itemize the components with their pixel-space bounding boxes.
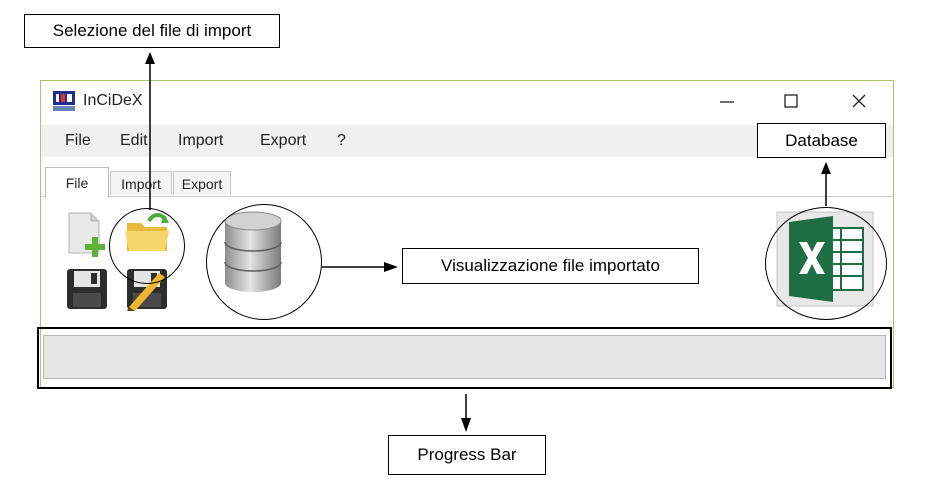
highlight-circle-open [109, 208, 185, 284]
callout-progress-bar: Progress Bar [388, 435, 546, 475]
app-logo-icon [53, 91, 75, 111]
minimize-button[interactable] [707, 87, 747, 115]
title-bar: InCiDeX [41, 81, 893, 121]
tab-divider [41, 196, 893, 197]
progress-bar [43, 335, 886, 379]
menu-bar: File Edit Import Export ? [41, 125, 893, 157]
menu-file[interactable]: File [65, 132, 91, 149]
tab-export[interactable]: Export [173, 171, 231, 195]
close-button[interactable] [839, 87, 879, 115]
maximize-icon [784, 94, 798, 108]
callout-database: Database [757, 123, 886, 158]
tab-import[interactable]: Import [110, 171, 172, 195]
callout-file-select: Selezione del file di import [24, 14, 280, 48]
maximize-button[interactable] [771, 87, 811, 115]
tab-file[interactable]: File [45, 167, 109, 198]
close-icon [852, 94, 866, 108]
save-icon[interactable] [65, 267, 109, 311]
minimize-icon [720, 101, 734, 103]
callout-view-file: Visualizzazione file importato [402, 248, 699, 284]
ribbon-tabs: File Import Export [41, 167, 893, 198]
menu-edit[interactable]: Edit [120, 132, 148, 149]
menu-import[interactable]: Import [178, 132, 224, 149]
new-file-icon[interactable] [65, 209, 109, 259]
progress-bar-frame [37, 327, 892, 389]
highlight-circle-database [206, 204, 322, 320]
menu-export[interactable]: Export [260, 132, 307, 149]
menu-help[interactable]: ? [337, 132, 346, 149]
window-title: InCiDeX [83, 92, 143, 109]
highlight-circle-excel [765, 207, 887, 320]
